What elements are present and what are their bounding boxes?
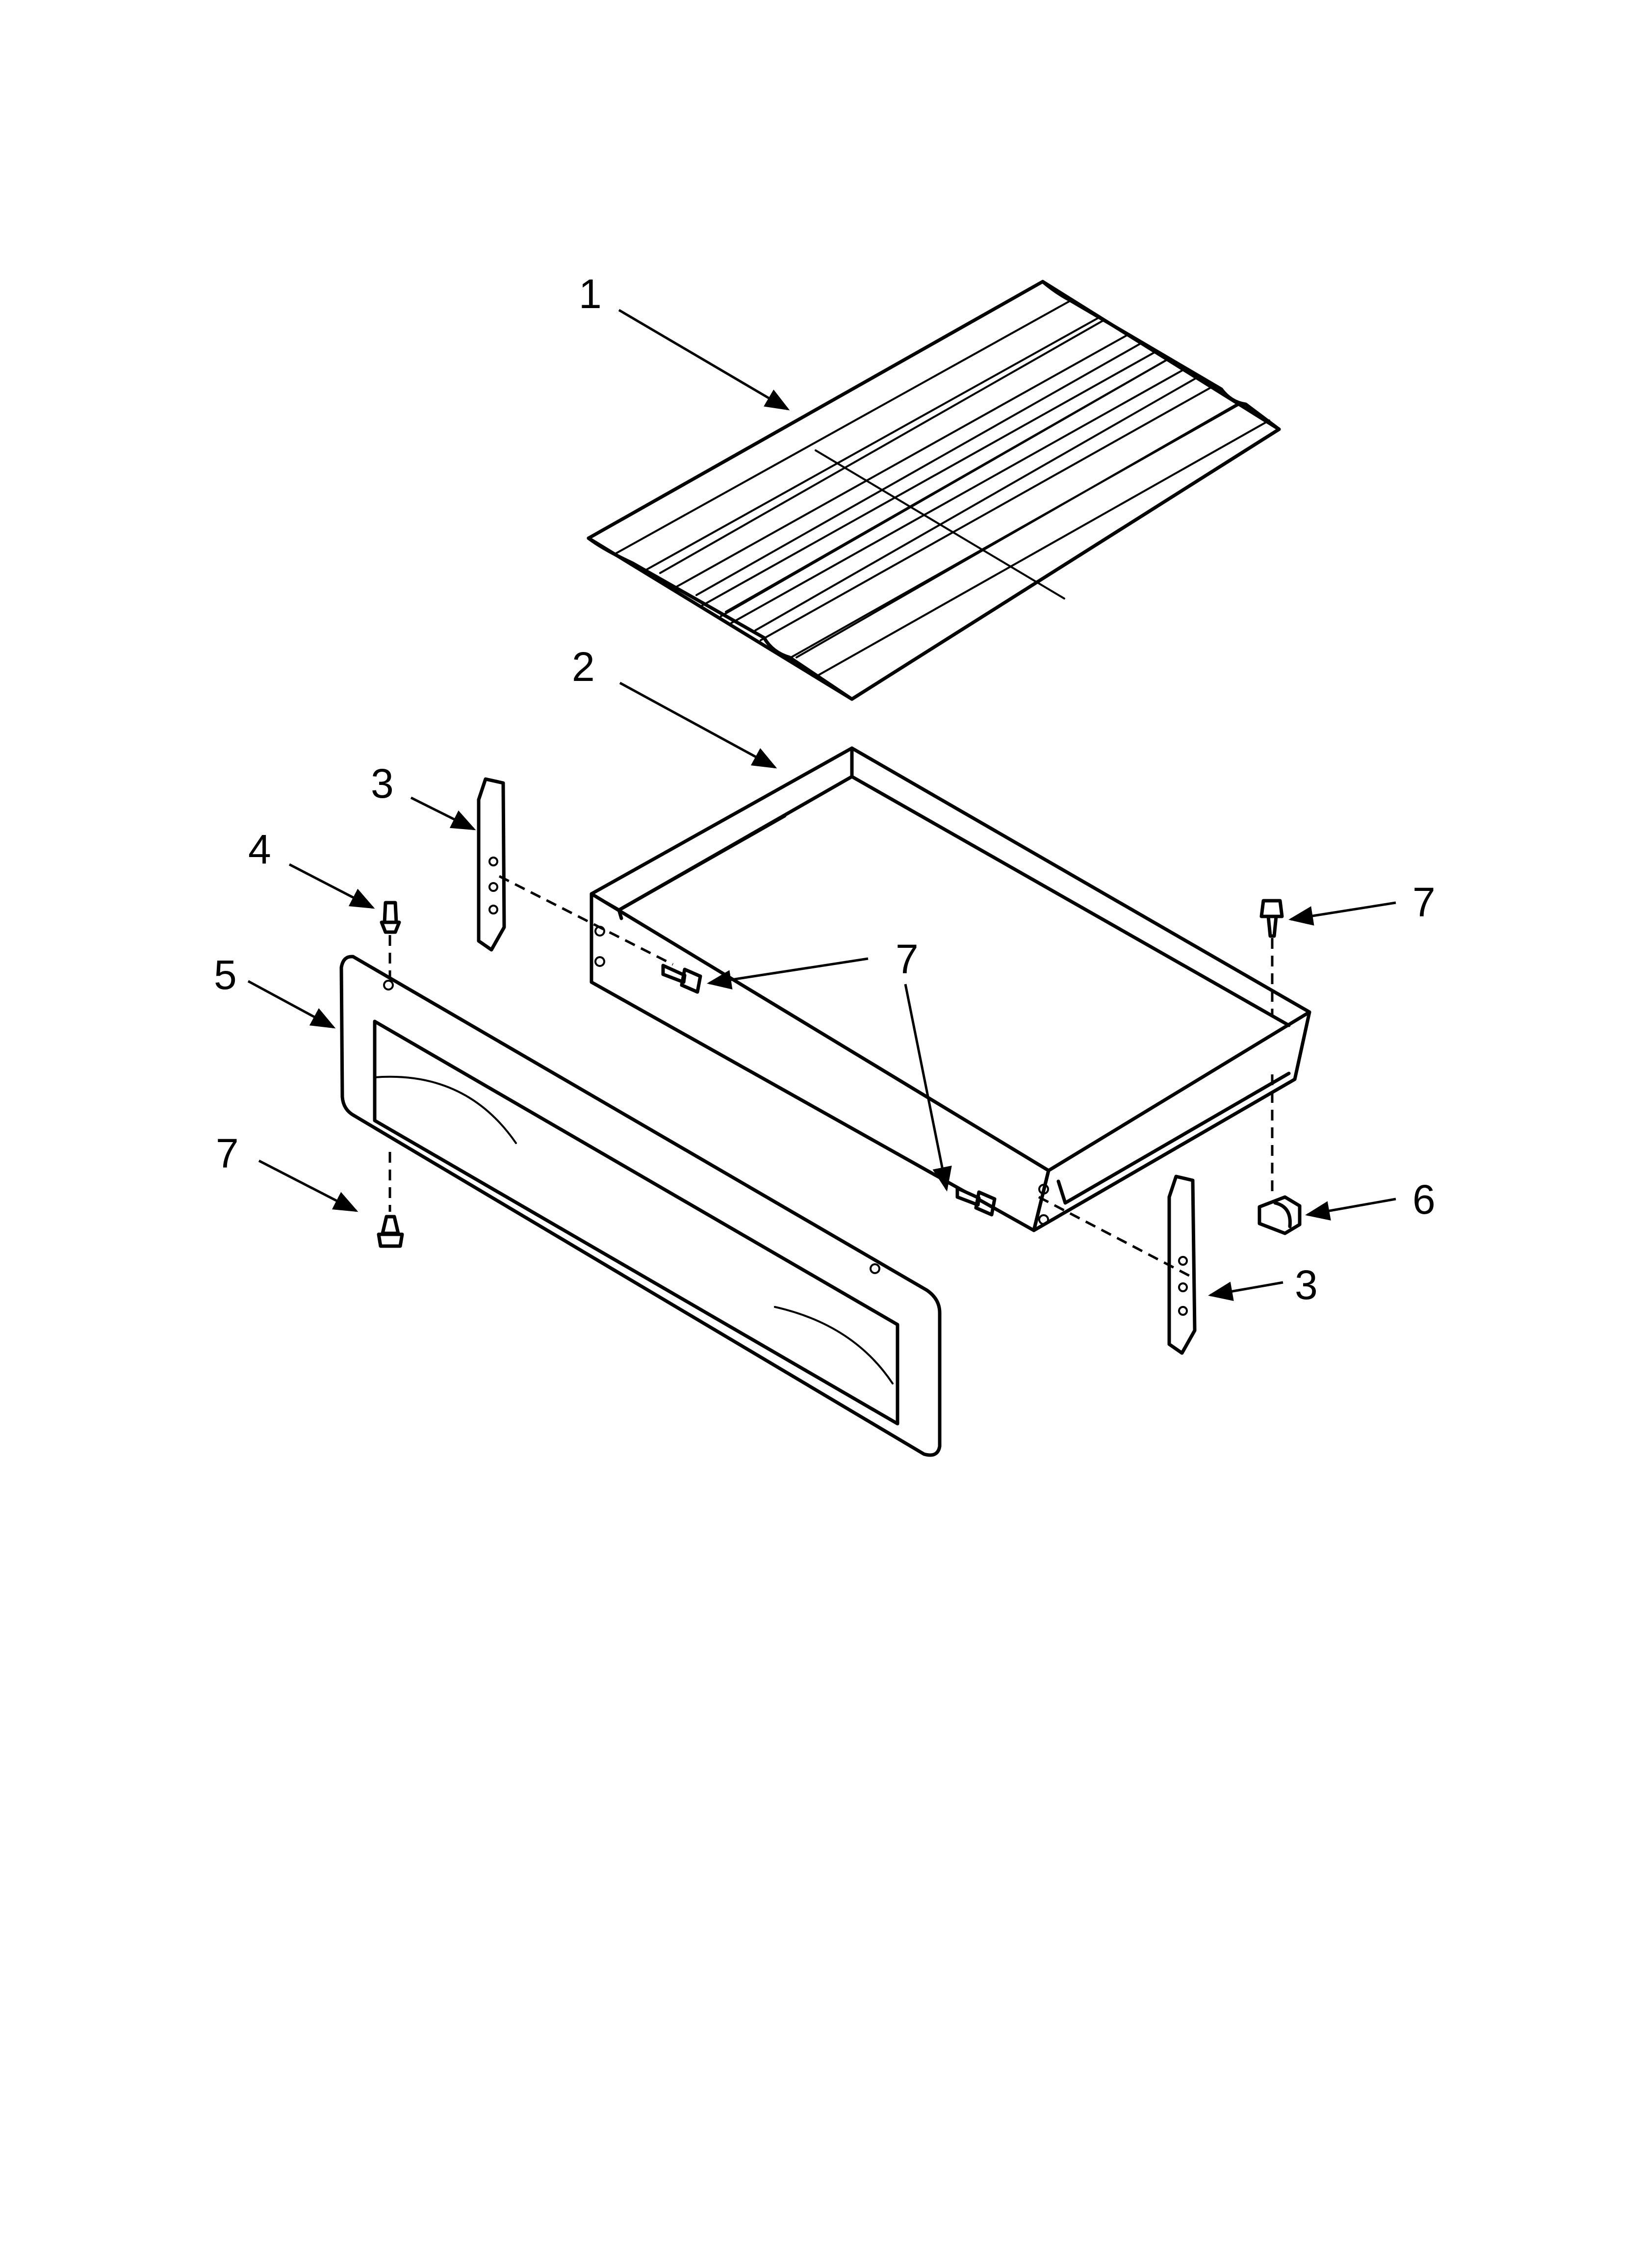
body-screw-upper bbox=[661, 964, 702, 994]
leader-7-front bbox=[258, 1159, 359, 1212]
left-bracket bbox=[477, 777, 506, 952]
left-bracket-guide bbox=[498, 875, 674, 966]
right-bracket-guide bbox=[1038, 1196, 1194, 1279]
callout-7-body: 7 bbox=[896, 936, 919, 982]
body-screw-lower bbox=[955, 1186, 997, 1217]
drawer-body bbox=[590, 746, 1311, 1232]
right-bracket bbox=[1167, 1174, 1197, 1355]
callout-7-right: 7 bbox=[1412, 879, 1436, 925]
leader-7-body-a bbox=[707, 957, 869, 990]
callout-6: 6 bbox=[1412, 1176, 1436, 1223]
leader-6 bbox=[1305, 1198, 1396, 1221]
callout-3-right: 3 bbox=[1295, 1262, 1318, 1308]
front-screw bbox=[377, 1215, 404, 1248]
leader-1 bbox=[618, 309, 790, 411]
rack-wires bbox=[614, 299, 1270, 676]
callout-7-front: 7 bbox=[216, 1130, 239, 1176]
clip bbox=[1257, 1195, 1302, 1235]
callout-2: 2 bbox=[572, 644, 595, 690]
leader-7-right bbox=[1288, 901, 1396, 926]
callout-1: 1 bbox=[579, 271, 602, 317]
leader-7-body-b bbox=[904, 984, 952, 1192]
leader-2 bbox=[619, 681, 777, 769]
right-screw bbox=[1259, 899, 1284, 938]
oven-rack bbox=[587, 280, 1281, 701]
front-panel bbox=[339, 955, 942, 1457]
leader-3-right bbox=[1208, 1281, 1283, 1301]
panel-stud bbox=[380, 901, 401, 934]
leader-3-left bbox=[410, 796, 476, 831]
callout-4: 4 bbox=[248, 826, 271, 872]
callout-5: 5 bbox=[214, 952, 237, 998]
callout-3-left: 3 bbox=[371, 760, 394, 807]
leader-5 bbox=[247, 980, 336, 1029]
leader-4 bbox=[288, 863, 375, 909]
